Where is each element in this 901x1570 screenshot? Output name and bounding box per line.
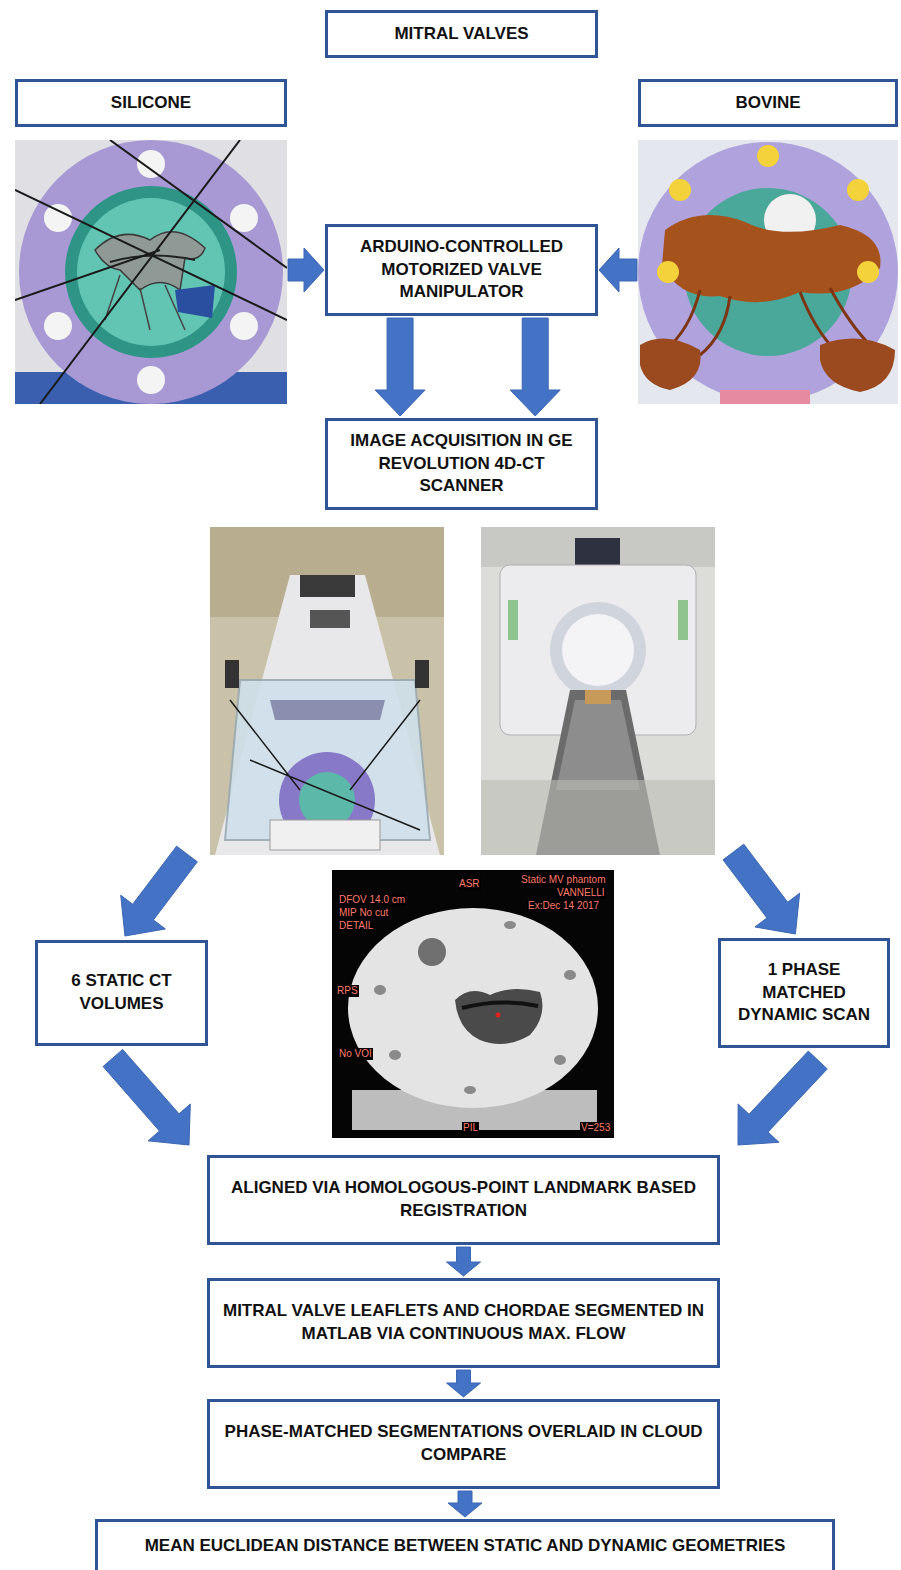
screen-annotation: No VOI: [338, 1048, 373, 1060]
block-arrow: [723, 844, 800, 934]
screen-annotation: ASR: [458, 878, 481, 890]
block-arrow: [599, 248, 637, 292]
box-label: SILICONE: [111, 92, 191, 115]
silicone-valve-photo: [15, 140, 287, 404]
screen-annotation: DETAIL: [338, 920, 374, 932]
box-label: PHASE-MATCHED SEGMENTATIONS OVERLAID IN …: [220, 1421, 707, 1467]
process-box: MITRAL VALVE LEAFLETS AND CHORDAE SEGMEN…: [207, 1278, 720, 1368]
box-label: IMAGE ACQUISITION IN GE REVOLUTION 4D-CT…: [338, 430, 585, 499]
box-label: MITRAL VALVES: [394, 23, 528, 46]
screen-annotation: RPS: [336, 985, 359, 997]
block-arrow: [288, 248, 324, 292]
process-box: MEAN EUCLIDEAN DISTANCE BETWEEN STATIC A…: [95, 1519, 835, 1570]
block-arrow: [510, 318, 560, 416]
screen-annotation: MIP No cut: [338, 907, 389, 919]
box-label: BOVINE: [735, 92, 800, 115]
screen-annotation: V=253: [580, 1122, 611, 1134]
screen-annotation: Ex:Dec 14 2017: [527, 900, 600, 912]
ct-scanner-photo: [481, 527, 715, 855]
process-box: BOVINE: [638, 79, 898, 127]
screen-annotation: PIL: [462, 1122, 479, 1134]
box-label: 1 PHASE MATCHED DYNAMIC SCAN: [731, 959, 877, 1028]
process-box: MITRAL VALVES: [325, 10, 598, 58]
screen-annotation: DFOV 14.0 cm: [338, 894, 406, 906]
box-label: ARDUINO-CONTROLLED MOTORIZED VALVE MANIP…: [338, 236, 585, 305]
process-box: 6 STATIC CT VOLUMES: [35, 940, 208, 1046]
block-arrow: [448, 1491, 482, 1517]
box-label: MEAN EUCLIDEAN DISTANCE BETWEEN STATIC A…: [145, 1535, 786, 1558]
box-label: 6 STATIC CT VOLUMES: [48, 970, 195, 1016]
process-box: ALIGNED VIA HOMOLOGOUS-POINT LANDMARK BA…: [207, 1155, 720, 1245]
block-arrow: [738, 1051, 827, 1145]
process-box: SILICONE: [15, 79, 287, 127]
ct-screen-photo: [332, 870, 614, 1138]
process-box: 1 PHASE MATCHED DYNAMIC SCAN: [718, 938, 890, 1048]
screen-annotation: Static MV phantom: [520, 874, 606, 886]
block-arrow: [121, 846, 198, 936]
bovine-valve-photo: [638, 140, 898, 404]
block-arrow: [375, 318, 425, 416]
screen-annotation: VANNELLI: [556, 887, 606, 899]
box-label: MITRAL VALVE LEAFLETS AND CHORDAE SEGMEN…: [220, 1300, 707, 1346]
process-box: IMAGE ACQUISITION IN GE REVOLUTION 4D-CT…: [325, 418, 598, 510]
block-arrow: [447, 1370, 481, 1397]
block-arrow: [447, 1247, 481, 1276]
phantom-setup-photo: [210, 527, 444, 855]
box-label: ALIGNED VIA HOMOLOGOUS-POINT LANDMARK BA…: [220, 1177, 707, 1223]
process-box: PHASE-MATCHED SEGMENTATIONS OVERLAID IN …: [207, 1399, 720, 1489]
process-box: ARDUINO-CONTROLLED MOTORIZED VALVE MANIP…: [325, 224, 598, 316]
block-arrow: [103, 1049, 190, 1145]
